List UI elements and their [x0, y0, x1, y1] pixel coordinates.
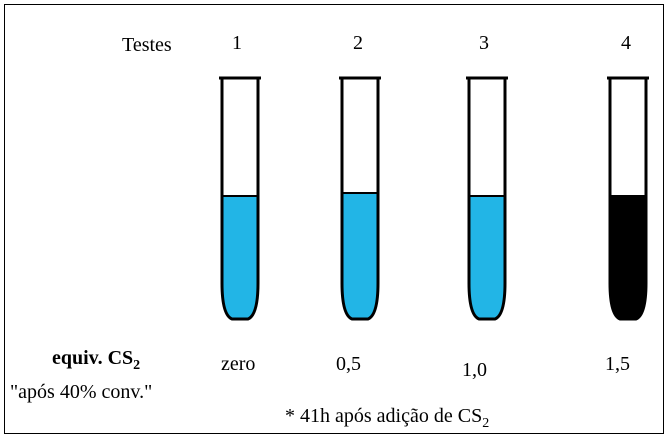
tube-liquid-2: [342, 193, 378, 319]
equiv-value-3: 1,0: [462, 359, 487, 381]
row-label-main: equiv. CS: [52, 347, 134, 369]
test-tube-3: [466, 76, 508, 321]
equiv-value-2: 0,5: [336, 353, 361, 375]
row-label-note: "após 40% conv.": [10, 381, 153, 403]
test-number-4: 4: [621, 32, 631, 54]
figure-frame: [4, 4, 664, 434]
row-label: equiv. CS2: [52, 348, 140, 373]
tube-liquid-3: [469, 196, 505, 319]
test-tube-2: [339, 76, 381, 321]
footnote: * 41h após adição de CS2: [285, 406, 489, 431]
row-label-subscript: 2: [133, 358, 141, 373]
test-tube-1: [219, 76, 261, 321]
test-number-1: 1: [232, 32, 242, 54]
tube-outline-3: [467, 78, 507, 321]
tube-outline-1: [220, 78, 260, 321]
tube-outline-4: [608, 78, 648, 321]
header-label: Testes: [122, 34, 172, 56]
tube-liquid-4: [610, 196, 646, 319]
test-number-2: 2: [353, 32, 363, 54]
tube-liquid-1: [222, 196, 258, 319]
test-tube-4: [607, 76, 649, 321]
tube-outline-2: [340, 78, 380, 321]
test-number-3: 3: [479, 32, 489, 54]
equiv-value-4: 1,5: [605, 353, 630, 375]
footnote-subscript: 2: [482, 416, 490, 431]
footnote-text: * 41h após adição de CS: [285, 405, 483, 427]
equiv-value-1: zero: [221, 353, 256, 375]
